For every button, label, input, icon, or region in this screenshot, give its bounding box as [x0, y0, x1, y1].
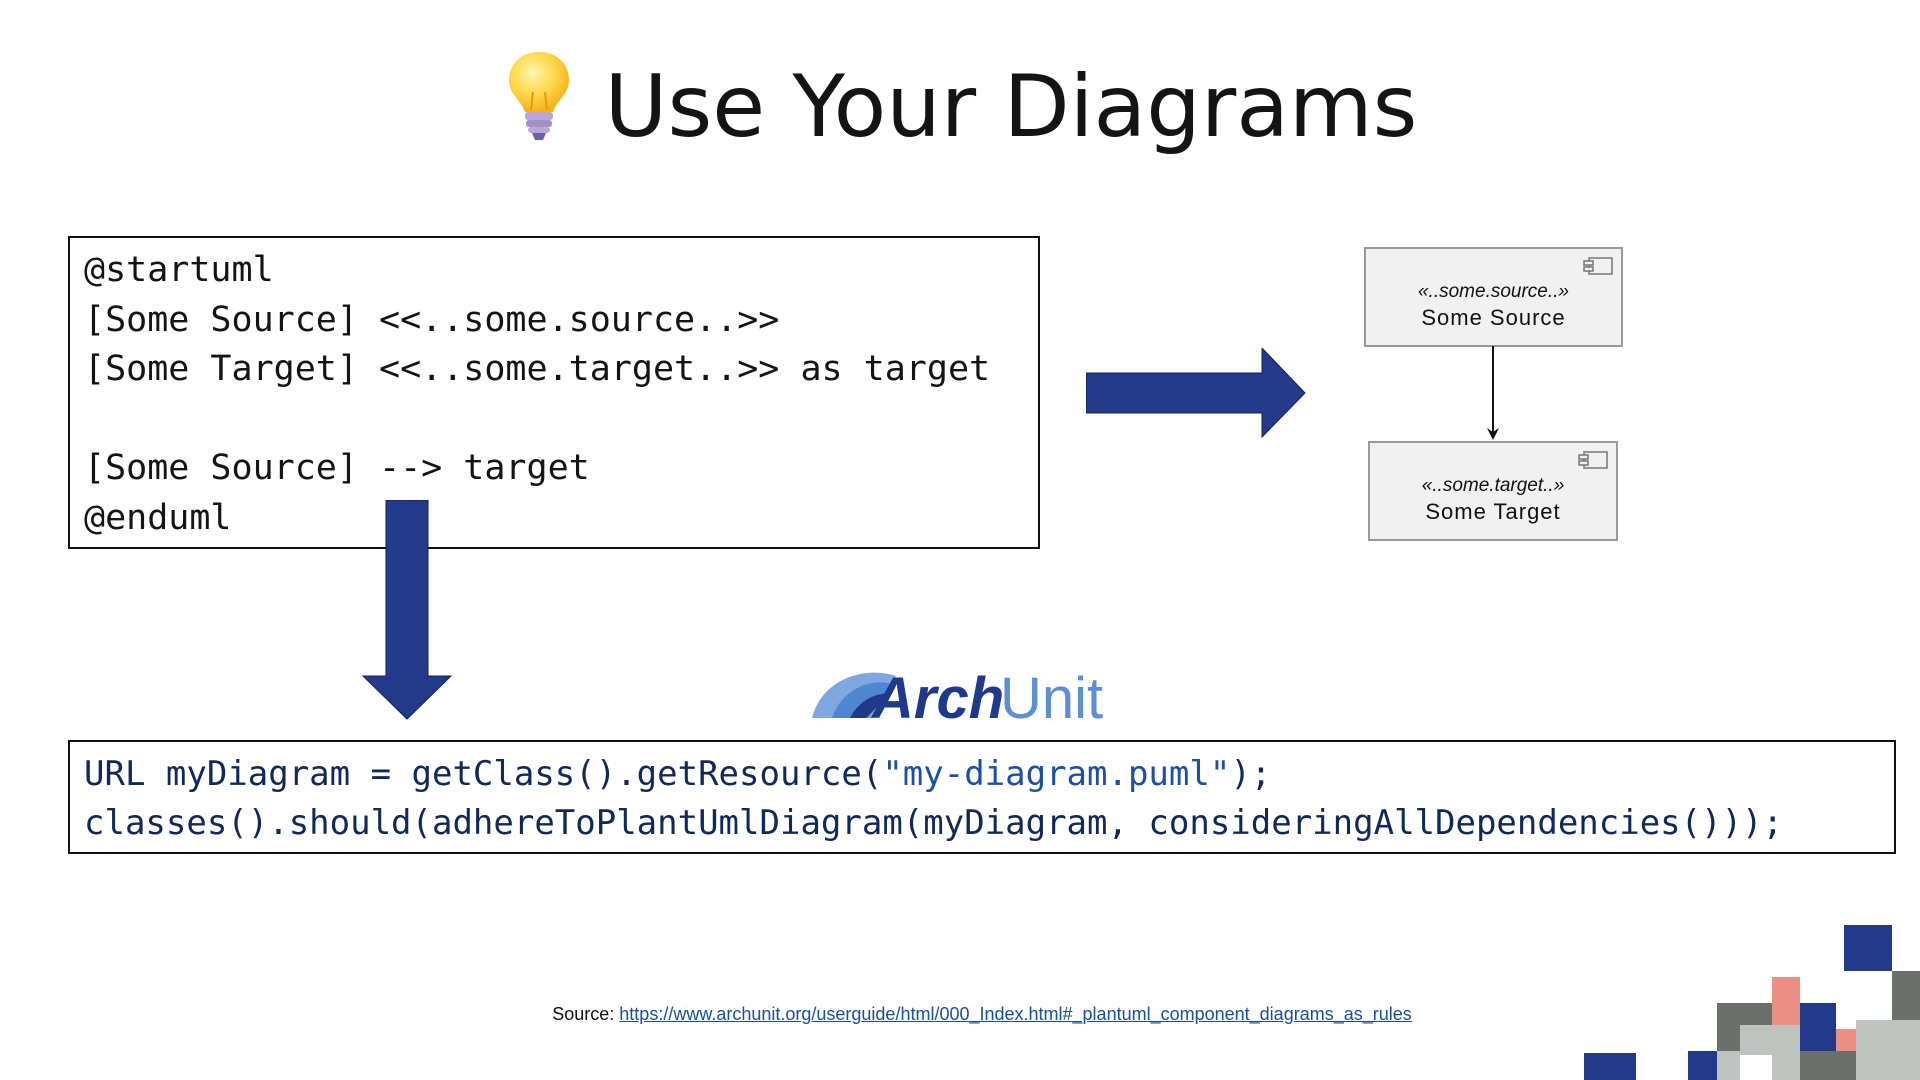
component-stereotype: «..some.source..»: [1417, 281, 1570, 302]
code-line: [84, 395, 1038, 445]
archunit-logo: Arch Unit: [812, 666, 1103, 731]
down-arrow-icon: [362, 500, 452, 720]
code-line: @startuml: [84, 250, 274, 290]
code-line: URL myDiagram = getClass().getResource("…: [84, 750, 1894, 799]
logo-text-unit: Unit: [1000, 666, 1103, 731]
component-name: Some Target: [1425, 499, 1561, 524]
code-token: );: [1230, 754, 1272, 794]
logo-text-arch: Arch: [870, 666, 1004, 731]
component-some-source: «..some.source..» Some Source: [1364, 247, 1623, 347]
component-icon: [1583, 257, 1613, 275]
component-stereotype: «..some.target..»: [1421, 475, 1565, 496]
component-icon: [1578, 451, 1608, 469]
component-some-target: «..some.target..» Some Target: [1368, 441, 1618, 541]
slide-title: Use Your Diagrams: [0, 48, 1920, 162]
source-citation: Source: https://www.archunit.org/usergui…: [0, 1004, 1920, 1025]
code-line: [Some Source] --> target: [84, 448, 590, 488]
source-link[interactable]: https://www.archunit.org/userguide/html/…: [619, 1004, 1412, 1024]
code-string: "my-diagram.puml": [882, 754, 1231, 794]
code-line: @enduml: [84, 497, 232, 538]
dependency-arrow: [1487, 346, 1499, 440]
lightbulb-icon: [503, 48, 575, 144]
plantuml-code-block: @startuml [Some Source] <<..some.source..…: [68, 236, 1040, 549]
component-name: Some Source: [1421, 305, 1566, 330]
code-token: URL myDiagram = getClass().getResource(: [84, 754, 883, 794]
right-arrow-icon: [1086, 348, 1306, 438]
code-line: [Some Target] <<..some.target..>> as tar…: [84, 349, 991, 389]
java-code-block: URL myDiagram = getClass().getResource("…: [68, 740, 1896, 854]
code-line: classes().should(adhereToPlantUmlDiagram…: [84, 803, 1783, 843]
decorative-mosaic: [1584, 925, 1920, 1080]
source-label: Source:: [552, 1004, 615, 1024]
code-line: [Some Source] <<..some.source..>>: [84, 299, 780, 340]
slide-title-text: Use Your Diagrams: [604, 57, 1418, 157]
